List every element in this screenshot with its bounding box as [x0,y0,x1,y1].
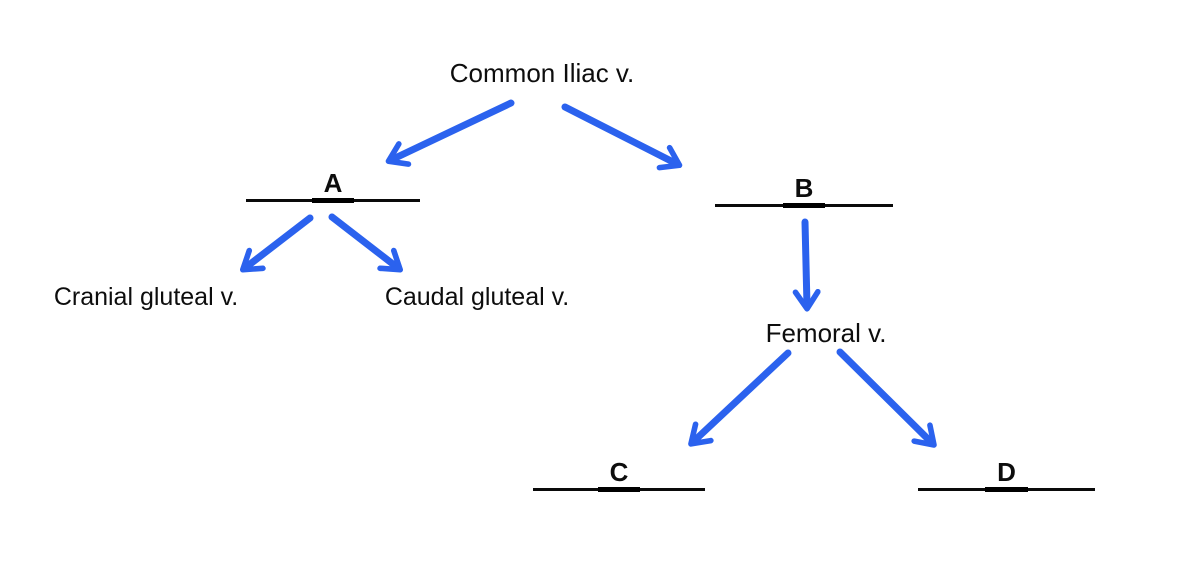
node-femoral: Femoral v. [765,318,887,348]
node-common-iliac: Common Iliac v. [449,58,635,88]
arrow-blank-b-to-femoral [792,218,821,312]
node-cranial-gluteal: Cranial gluteal v. [53,283,239,311]
arrow-common-iliac-to-blank-a [385,99,515,167]
blank-a: A [246,170,420,203]
blank-d: D [918,459,1095,492]
blank-b-letter: B [782,175,826,208]
blank-c-letter: C [597,459,641,492]
blank-c: C [533,459,705,492]
blank-d-letter: D [985,459,1028,492]
arrow-blank-a-to-cranial-gluteal [239,214,314,273]
arrow-common-iliac-to-blank-b [561,103,683,171]
arrow-blank-a-to-caudal-gluteal [328,213,404,273]
blank-b: B [715,175,893,208]
arrow-femoral-to-blank-c [688,349,792,447]
arrow-femoral-to-blank-d [836,348,937,448]
blank-a-letter: A [311,170,355,203]
node-caudal-gluteal: Caudal gluteal v. [384,283,570,311]
